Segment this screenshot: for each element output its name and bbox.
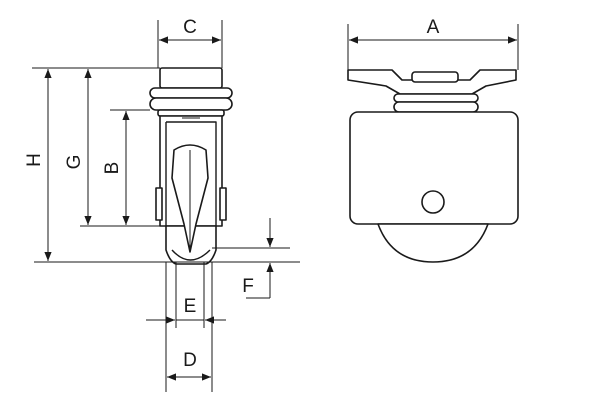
dim-c-label: C [183,17,197,38]
dim-g-label: G [64,155,85,170]
front-bearing-ring-upper [393,93,479,103]
side-bearing-ring-upper [149,87,233,99]
front-wheel [377,223,489,263]
side-top-plate [159,67,223,89]
dim-f-label: F [242,276,254,297]
dim-e-label: E [184,296,197,317]
dim-d-label: D [183,350,197,371]
front-axle-hole [421,190,445,214]
side-bearing-ring-lower [149,97,233,111]
dim-h-label: H [24,153,45,167]
front-view [347,69,519,263]
front-bearing-ring-lower [393,101,479,113]
side-view [149,67,233,265]
front-plate-stud [411,71,459,83]
dimensions: C A H G B F E [24,17,519,392]
side-bearing-neck [157,109,225,117]
dim-a-label: A [427,17,440,38]
dim-b-label: B [102,162,123,175]
side-grooved-wheel [165,144,217,265]
